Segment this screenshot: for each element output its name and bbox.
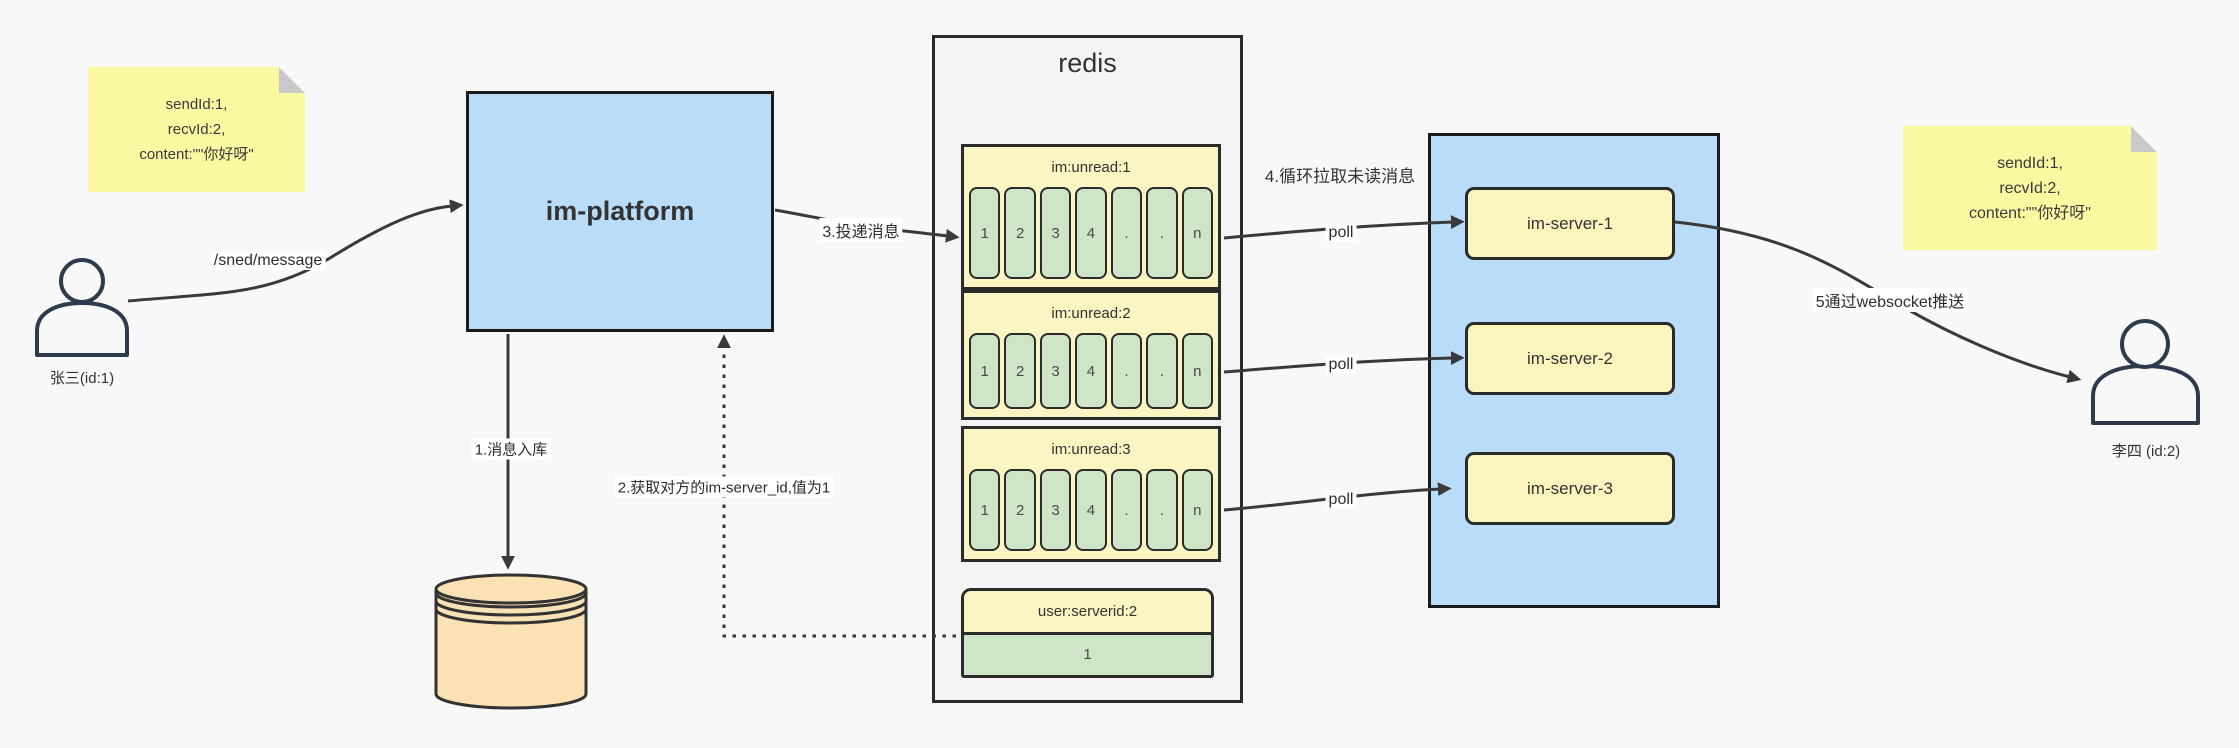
queue-im-unread-3: im:unread:3 1 2 3 4 . . n bbox=[961, 426, 1221, 562]
im-server-1-label: im-server-1 bbox=[1527, 213, 1613, 233]
note-line: content:""你好呀" bbox=[139, 146, 254, 163]
queue-cell: 1 bbox=[969, 187, 1001, 279]
redis-title: redis bbox=[1058, 48, 1117, 78]
edge-label-step5: 5通过websocket推送 bbox=[1812, 288, 1968, 312]
queue-cell: . bbox=[1110, 469, 1143, 551]
sticky-note-right: sendId:1, recvId:2, content:""你好呀" bbox=[1903, 126, 2157, 250]
queue-name: im:unread:3 bbox=[1051, 440, 1131, 458]
edge-label-poll-2: poll bbox=[1325, 356, 1357, 374]
edge-label-poll-1: poll bbox=[1325, 224, 1357, 242]
queue-cell: . bbox=[1146, 187, 1178, 279]
kv-key: user:serverid:2 bbox=[964, 591, 1211, 635]
note-line: recvId:2, bbox=[167, 121, 226, 138]
note-line: recvId:2, bbox=[1999, 179, 2061, 197]
queue-cell: . bbox=[1110, 333, 1143, 409]
im-platform-box: im-platform bbox=[466, 91, 774, 332]
queue-cell: n bbox=[1181, 187, 1213, 279]
queue-cell: 3 bbox=[1039, 333, 1072, 409]
kv-user-serverid: user:serverid:2 1 bbox=[961, 588, 1214, 678]
mysql-cylinder bbox=[434, 573, 588, 710]
edge-label-step3: 3.投递消息 bbox=[819, 218, 903, 242]
im-server-2-box: im-server-2 bbox=[1465, 322, 1675, 395]
queue-name: im:unread:1 bbox=[1051, 158, 1131, 176]
edge-label-step4: 4.循环拉取未读消息 bbox=[1264, 167, 1416, 186]
edge-label-send: /sned/message bbox=[210, 252, 326, 270]
note-line: content:""你好呀" bbox=[1969, 204, 2091, 222]
sender-person-icon bbox=[35, 258, 129, 357]
queue-cell: 2 bbox=[1004, 333, 1036, 409]
queue-cell: n bbox=[1181, 333, 1213, 409]
queue-cell: 2 bbox=[1004, 469, 1036, 551]
queue-cell: . bbox=[1110, 187, 1143, 279]
edge-label-poll-3: poll bbox=[1325, 491, 1357, 509]
im-server-1-box: im-server-1 bbox=[1465, 187, 1675, 260]
sticky-note-left: sendId:1, recvId:2, content:""你好呀" bbox=[88, 67, 305, 192]
queue-cell: 1 bbox=[969, 469, 1001, 551]
note-line: sendId:1, bbox=[1997, 154, 2063, 172]
im-server-3-box: im-server-3 bbox=[1465, 452, 1675, 525]
queue-cell: 3 bbox=[1039, 187, 1072, 279]
queue-im-unread-1: im:unread:1 1 2 3 4 . . n bbox=[961, 144, 1221, 290]
edge-label-step1: 1.消息入库 bbox=[471, 438, 551, 460]
note-fold-corner bbox=[279, 67, 305, 93]
queue-cell: 3 bbox=[1039, 469, 1072, 551]
kv-value: 1 bbox=[964, 634, 1211, 675]
edge-label-step2: 2.获取对方的im-server_id,值为1 bbox=[614, 476, 834, 498]
queue-name: im:unread:2 bbox=[1051, 304, 1131, 322]
mysql-label: mysql bbox=[491, 655, 531, 672]
queue-cell: 4 bbox=[1075, 187, 1107, 279]
receiver-label: 李四 (id:2) bbox=[2111, 443, 2181, 460]
queue-cell: 1 bbox=[969, 333, 1001, 409]
queue-cells: 1 2 3 4 . . n bbox=[964, 187, 1218, 287]
sender-label: 张三(id:1) bbox=[49, 370, 115, 387]
im-server-3-label: im-server-3 bbox=[1527, 478, 1613, 498]
note-line: sendId:1, bbox=[165, 96, 228, 113]
im-platform-label: im-platform bbox=[545, 196, 695, 226]
queue-cell: . bbox=[1146, 333, 1178, 409]
queue-cell: 2 bbox=[1004, 187, 1036, 279]
note-fold-corner bbox=[2131, 126, 2157, 152]
queue-im-unread-2: im:unread:2 1 2 3 4 . . n bbox=[961, 290, 1221, 420]
queue-cell: 4 bbox=[1075, 333, 1107, 409]
queue-cell: n bbox=[1181, 469, 1213, 551]
queue-cells: 1 2 3 4 . . n bbox=[964, 469, 1218, 559]
queue-cell: . bbox=[1146, 469, 1178, 551]
receiver-person-icon bbox=[2091, 319, 2200, 425]
queue-cell: 4 bbox=[1075, 469, 1107, 551]
im-server-2-label: im-server-2 bbox=[1527, 348, 1613, 368]
queue-cells: 1 2 3 4 . . n bbox=[964, 333, 1218, 417]
